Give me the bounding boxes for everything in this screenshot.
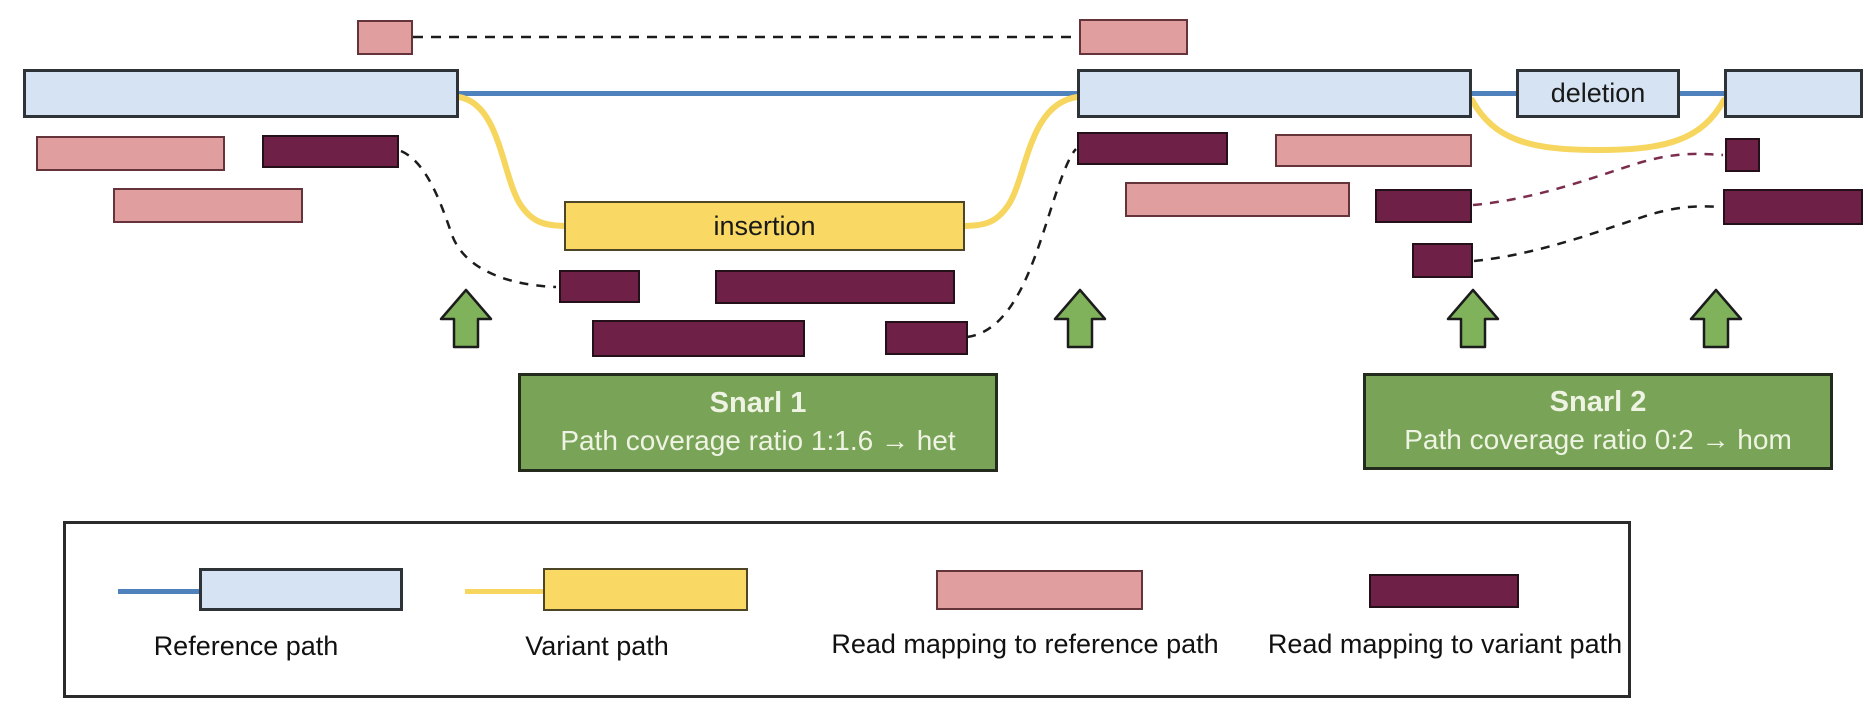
legend: Reference path Variant path Read mapping… xyxy=(63,521,1631,698)
up-arrow-icon xyxy=(439,288,493,349)
reference-node-1 xyxy=(23,69,459,118)
read-reference xyxy=(1275,134,1472,167)
legend-reference-node-swatch xyxy=(199,568,403,611)
legend-reference-line-swatch xyxy=(118,589,199,594)
snarl1-title: Snarl 1 xyxy=(709,387,807,420)
legend-variant-node-swatch xyxy=(543,568,748,611)
read-variant xyxy=(715,270,955,304)
read-variant xyxy=(559,270,640,303)
read-reference xyxy=(36,136,225,171)
deletion-node: deletion xyxy=(1516,69,1680,118)
snarl2-title: Snarl 2 xyxy=(1549,386,1647,419)
read-connector-right-insertion xyxy=(966,148,1077,339)
read-variant xyxy=(262,135,399,168)
insertion-node-label: insertion xyxy=(713,210,816,241)
up-arrow-icon xyxy=(1689,288,1743,349)
read-variant xyxy=(1723,189,1863,225)
read-variant xyxy=(885,321,968,355)
deletion-node-label: deletion xyxy=(1550,78,1646,108)
read-variant xyxy=(1077,132,1228,165)
read-variant xyxy=(592,320,805,357)
snarl2-detail: Path coverage ratio 0:2 → hom xyxy=(1404,424,1792,456)
read-variant xyxy=(1412,243,1473,278)
read-reference-split-left xyxy=(357,20,413,55)
up-arrow-icon xyxy=(1053,288,1107,349)
up-arrow-icon xyxy=(1446,288,1500,349)
reference-node-2 xyxy=(1077,69,1472,118)
snarl1-annotation: Snarl 1 Path coverage ratio 1:1.6 → het xyxy=(518,373,998,472)
legend-read-reference-swatch xyxy=(936,570,1143,610)
read-reference xyxy=(113,188,303,223)
reference-node-3 xyxy=(1724,69,1863,118)
legend-read-variant-label: Read mapping to variant path xyxy=(1267,629,1623,659)
read-reference-split-right xyxy=(1079,19,1188,55)
read-connector-deletion-black xyxy=(1473,205,1722,263)
read-connector-deletion-variant xyxy=(1472,152,1724,207)
legend-reference-label: Reference path xyxy=(153,631,339,661)
legend-variant-label: Variant path xyxy=(525,631,669,661)
snarl2-annotation: Snarl 2 Path coverage ratio 0:2 → hom xyxy=(1363,373,1833,470)
legend-variant-line-swatch xyxy=(465,589,543,594)
insertion-node: insertion xyxy=(564,201,965,251)
read-reference xyxy=(1125,182,1350,217)
legend-read-variant-swatch xyxy=(1369,574,1519,608)
legend-read-reference-label: Read mapping to reference path xyxy=(831,629,1219,659)
read-variant xyxy=(1725,138,1760,172)
read-variant xyxy=(1375,189,1472,223)
read-connector-left-insertion xyxy=(400,149,557,289)
snarl1-detail: Path coverage ratio 1:1.6 → het xyxy=(560,425,956,457)
